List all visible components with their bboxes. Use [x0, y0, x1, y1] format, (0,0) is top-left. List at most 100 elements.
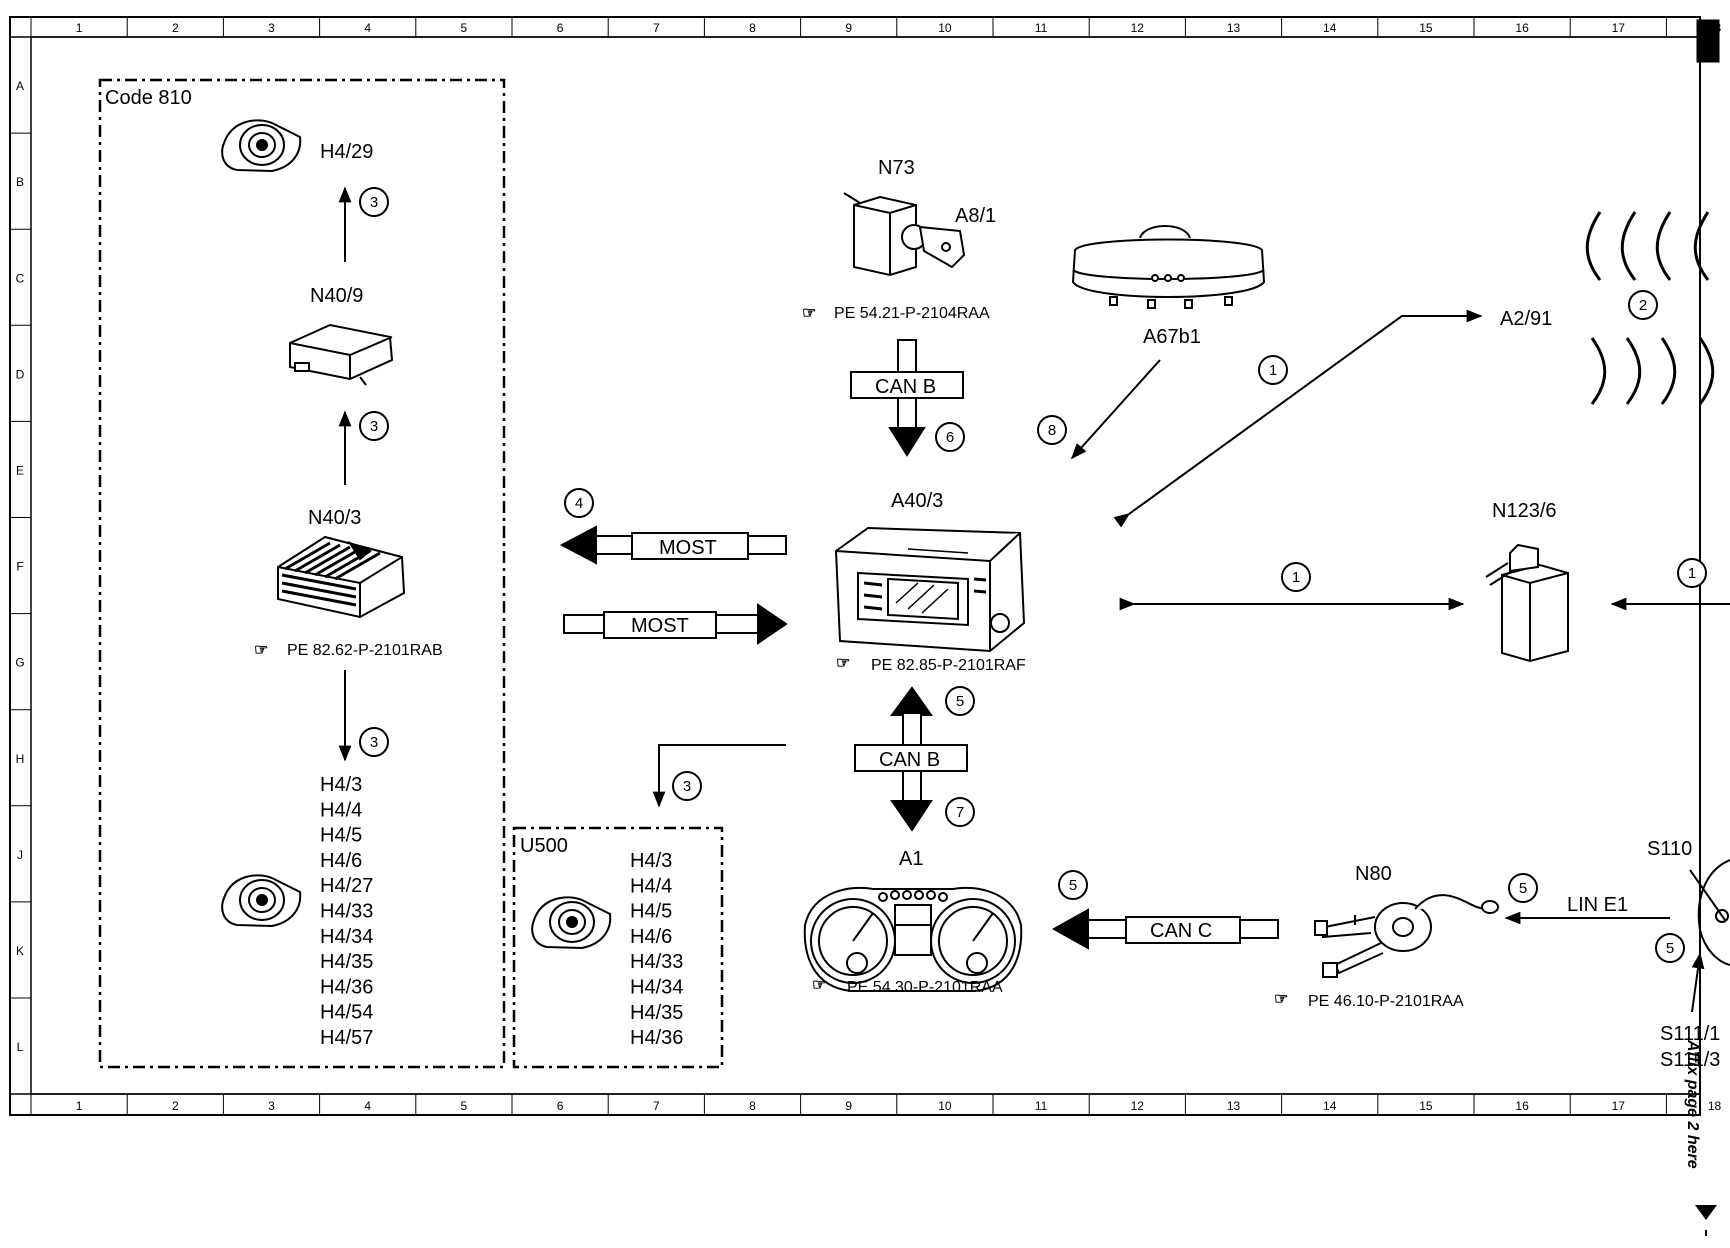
signal-arrow	[1070, 359, 1161, 460]
grid-column-label: 13	[1227, 21, 1241, 35]
grid-column-label: 7	[653, 1099, 660, 1113]
h4-list-item: H4/27	[320, 875, 373, 897]
a40-3-reference: PE 82.85-P-2101RAF	[871, 657, 1026, 674]
ref-icon: ☞	[836, 655, 850, 672]
grid-column-label: 3	[268, 1099, 275, 1113]
h4-list-item: H4/34	[320, 926, 373, 948]
can-b-bus-top	[850, 339, 964, 457]
marker-circle	[1037, 415, 1067, 445]
grid-column-label: 6	[557, 1099, 564, 1113]
grid-column-label: 5	[461, 21, 468, 35]
h4-list-item: H4/57	[320, 1027, 373, 1049]
signal-arrow	[1691, 952, 1705, 1013]
control-unit-icon	[289, 323, 394, 386]
marker-circle	[1258, 355, 1288, 385]
ref-icon: ☞	[802, 305, 816, 322]
grid-column-label: 16	[1515, 21, 1529, 35]
n80-label: N80	[1355, 863, 1392, 885]
s110-label: S110	[1647, 838, 1692, 860]
rearview-mirror-icon	[1071, 225, 1266, 309]
marker-circle	[945, 797, 975, 827]
n40-9-label: N40/9	[310, 285, 363, 307]
grid-row-label: L	[17, 1040, 24, 1054]
marker-circle	[359, 411, 389, 441]
note-arrow-icon	[1695, 1205, 1717, 1220]
a8-1-label: A8/1	[955, 205, 996, 227]
grid-row-label: F	[16, 560, 23, 574]
a1-reference: PE 54.30-P-2101RAA	[847, 979, 1003, 996]
grid-column-label: 12	[1131, 1099, 1145, 1113]
n73-reference: PE 54.21-P-2104RAA	[834, 305, 990, 322]
marker-circle	[1281, 562, 1311, 592]
grid-column-label: 2	[172, 21, 179, 35]
signal-arrow	[1113, 309, 1483, 528]
a40-3-label: A40/3	[891, 490, 943, 512]
marker-number: 7	[956, 804, 964, 821]
code-810-group-box	[98, 78, 506, 1069]
lin-e1-label: LIN E1	[1567, 894, 1628, 916]
n40-3-label: N40/3	[308, 507, 361, 529]
a1-label: A1	[899, 848, 923, 870]
grid-column-label: 11	[1035, 21, 1048, 35]
can-b-bus-bottom	[854, 686, 968, 832]
grid-row-label: D	[16, 367, 25, 381]
head-unit-icon	[834, 526, 1026, 653]
h4-list-item: H4/3	[320, 774, 362, 796]
n73-label: N73	[878, 157, 915, 179]
marker-number: 8	[1048, 422, 1056, 439]
marker-number: 1	[1292, 569, 1300, 586]
marker-number: 3	[683, 778, 691, 795]
grid-column-label: 4	[364, 1099, 371, 1113]
grid-column-label: 18	[1708, 1099, 1722, 1113]
h4-list-item: H4/6	[320, 850, 362, 872]
h4-list-item: H4/6	[630, 926, 672, 948]
most-bus-incoming	[563, 603, 788, 645]
grid-column-label: 16	[1515, 1099, 1529, 1113]
grid-column-label: 11	[1035, 1099, 1048, 1113]
n123-6-label: N123/6	[1492, 500, 1557, 522]
can-c-label: CAN C	[1150, 920, 1212, 942]
grid-column-label: 2	[172, 1099, 179, 1113]
marker-number: 1	[1269, 362, 1277, 379]
can-b-bottom-label: CAN B	[879, 749, 940, 771]
grid-column-label: 1	[76, 1099, 83, 1113]
grid-column-label: 13	[1227, 1099, 1241, 1113]
h4-speaker-list-left: H4/3H4/4H4/5H4/6H4/27H4/33H4/34H4/35H4/3…	[320, 774, 373, 1049]
grid-row-label: J	[17, 848, 23, 862]
h4-list-item: H4/36	[630, 1027, 683, 1049]
marker-number: 4	[575, 495, 583, 512]
marker-circle	[1508, 873, 1538, 903]
grid-column-label: 8	[749, 1099, 756, 1113]
most-in-label: MOST	[631, 615, 689, 637]
grid-column-label: 4	[364, 21, 371, 35]
marker-circle	[1655, 933, 1685, 963]
grid-row-label: A	[16, 79, 24, 93]
grid-column-label: 10	[938, 1099, 952, 1113]
instrument-cluster-icon	[803, 886, 1023, 992]
grid-row-label: G	[15, 656, 24, 670]
h4-list-item: H4/4	[320, 799, 362, 821]
h4-list-item: H4/33	[630, 951, 683, 973]
grid-lines	[10, 17, 1667, 1115]
marker-number: 5	[956, 693, 964, 710]
telematics-module-icon	[1485, 543, 1569, 663]
grid-column-label: 8	[749, 21, 756, 35]
grid-column-label: 17	[1612, 1099, 1626, 1113]
n80-reference: PE 46.10-P-2101RAA	[1308, 993, 1464, 1010]
most-bus-outgoing	[559, 525, 787, 565]
marker-circle	[672, 771, 702, 801]
h4-list-item: H4/36	[320, 976, 373, 998]
can-b-top-label: CAN B	[875, 376, 936, 398]
a67b1-label: A67b1	[1143, 326, 1201, 348]
grid-row-label: B	[16, 175, 24, 189]
marker-circle	[945, 686, 975, 716]
grid-column-label: 14	[1323, 21, 1337, 35]
ref-icon: ☞	[812, 977, 826, 994]
marker-number: 5	[1069, 877, 1077, 894]
marker-number: 3	[370, 418, 378, 435]
grid-column-label: 5	[461, 1099, 468, 1113]
